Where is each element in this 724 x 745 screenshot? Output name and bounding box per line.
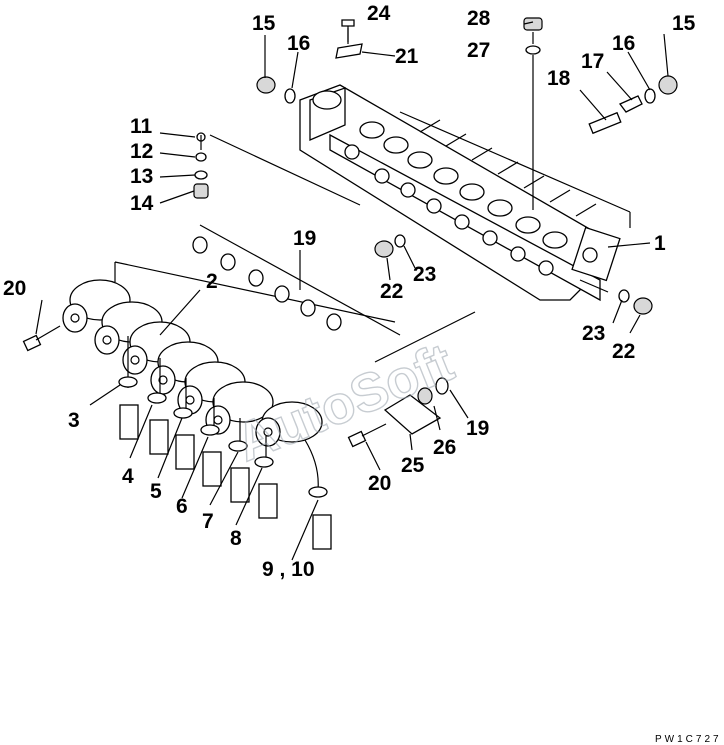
callout-6: 6 [176,495,188,518]
callout-5: 5 [150,480,162,503]
callout-20-left: 20 [3,277,26,300]
callout-19-top: 19 [293,227,316,250]
callout-8: 8 [230,527,242,550]
drawing-code: PW1C727 [655,734,722,745]
callout-18: 18 [547,67,571,90]
callout-2: 2 [206,270,218,293]
callout-12: 12 [130,140,153,163]
solenoid-array [62,261,396,447]
valve-body-bosses [359,121,568,249]
top-fasteners [193,17,678,210]
callout-23-left: 23 [413,263,436,286]
callout-1: 1 [654,232,666,255]
callout-7: 7 [202,510,214,533]
callout-19-bottom: 19 [466,417,489,440]
callout-17: 17 [581,50,604,73]
plugs-and-cover [22,234,653,448]
callout-9-10: 9 , 10 [262,558,315,581]
callout-21: 21 [395,45,419,68]
callout-22-left: 22 [380,280,403,303]
callout-23-right: 23 [582,322,605,345]
callout-27: 27 [467,39,490,62]
callout-24: 24 [367,2,391,25]
solenoid-valve [255,401,323,447]
callout-22-right: 22 [612,340,635,363]
callout-labels: 1 2 3 4 5 6 7 8 9 , 10 11 12 13 14 15 15… [3,2,696,581]
harness-connectors [118,336,332,550]
callout-15-right: 15 [672,12,696,35]
callout-26: 26 [433,436,456,459]
callout-16-right: 16 [612,32,635,55]
callout-14: 14 [130,192,154,215]
valve-body [299,84,631,302]
callout-15-left: 15 [252,12,276,35]
valve-body-ports [344,144,554,276]
callout-11: 11 [130,115,153,138]
callout-13: 13 [130,165,153,188]
callout-4: 4 [122,465,134,488]
leader-lines [35,21,669,561]
callout-25: 25 [401,454,425,477]
callout-3: 3 [68,409,80,432]
callout-28: 28 [467,7,491,30]
callout-16-left: 16 [287,32,310,55]
callout-20-bottom: 20 [368,472,391,495]
